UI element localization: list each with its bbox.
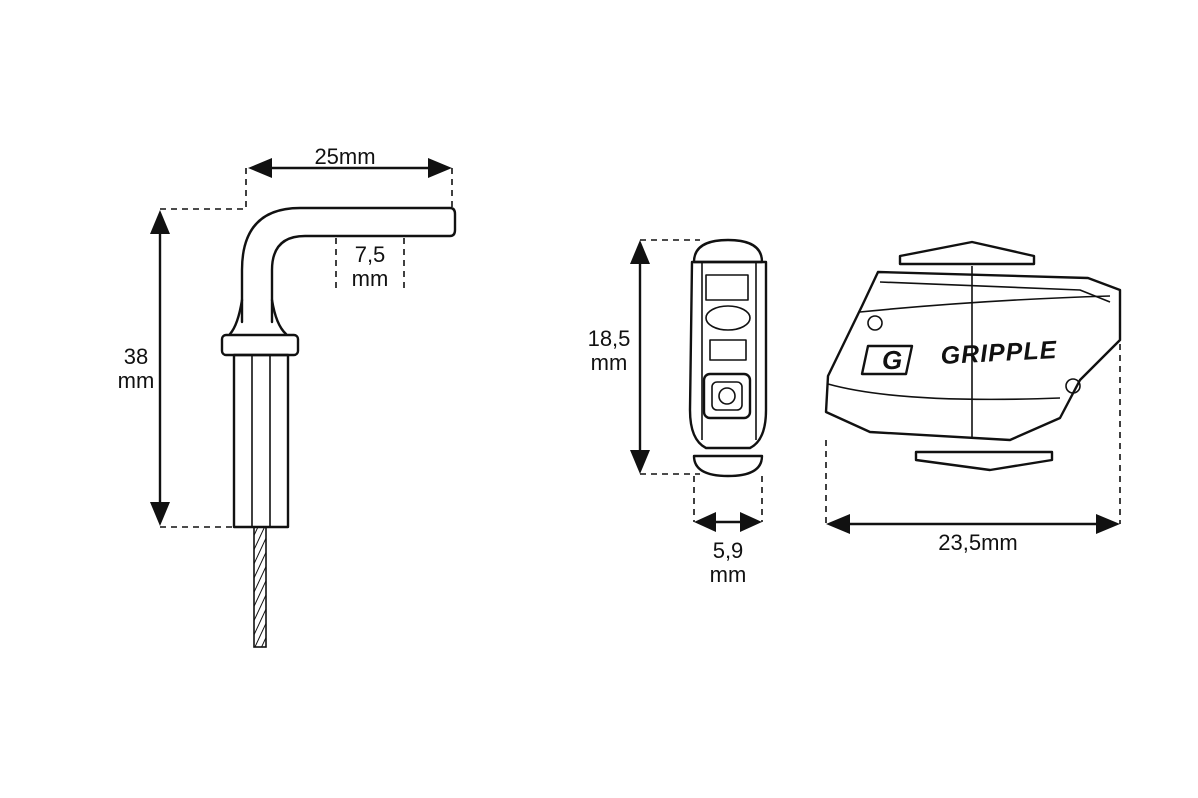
label-gripple-height: 18,5 bbox=[587, 326, 631, 351]
angled-hanger-hook-icon bbox=[220, 206, 457, 648]
label-hook-width: 25mm bbox=[314, 144, 376, 169]
gripple-side-view-icon bbox=[688, 238, 768, 478]
label-hook-tip-depth-unit: mm bbox=[351, 266, 389, 291]
dim-gripple-width bbox=[825, 300, 1121, 534]
gripple-front-view-icon: G bbox=[824, 240, 1122, 472]
label-gripple-depth: 5,9 bbox=[712, 538, 744, 563]
dim-hook-width bbox=[245, 158, 453, 210]
label-hook-tip-depth: 7,5 bbox=[354, 242, 386, 267]
label-gripple-height-unit: mm bbox=[590, 350, 628, 375]
label-gripple-depth-unit: mm bbox=[709, 562, 747, 587]
label-hook-height-unit: mm bbox=[117, 368, 155, 393]
dim-hook-tip-depth bbox=[335, 238, 405, 290]
dim-gripple-depth bbox=[693, 476, 763, 532]
label-hook-height: 38 bbox=[123, 344, 149, 369]
gripple-logo-mark: G bbox=[882, 345, 902, 375]
dim-gripple-height bbox=[630, 239, 700, 475]
label-gripple-width: 23,5mm bbox=[938, 530, 1018, 555]
dim-hook-height bbox=[150, 208, 244, 528]
